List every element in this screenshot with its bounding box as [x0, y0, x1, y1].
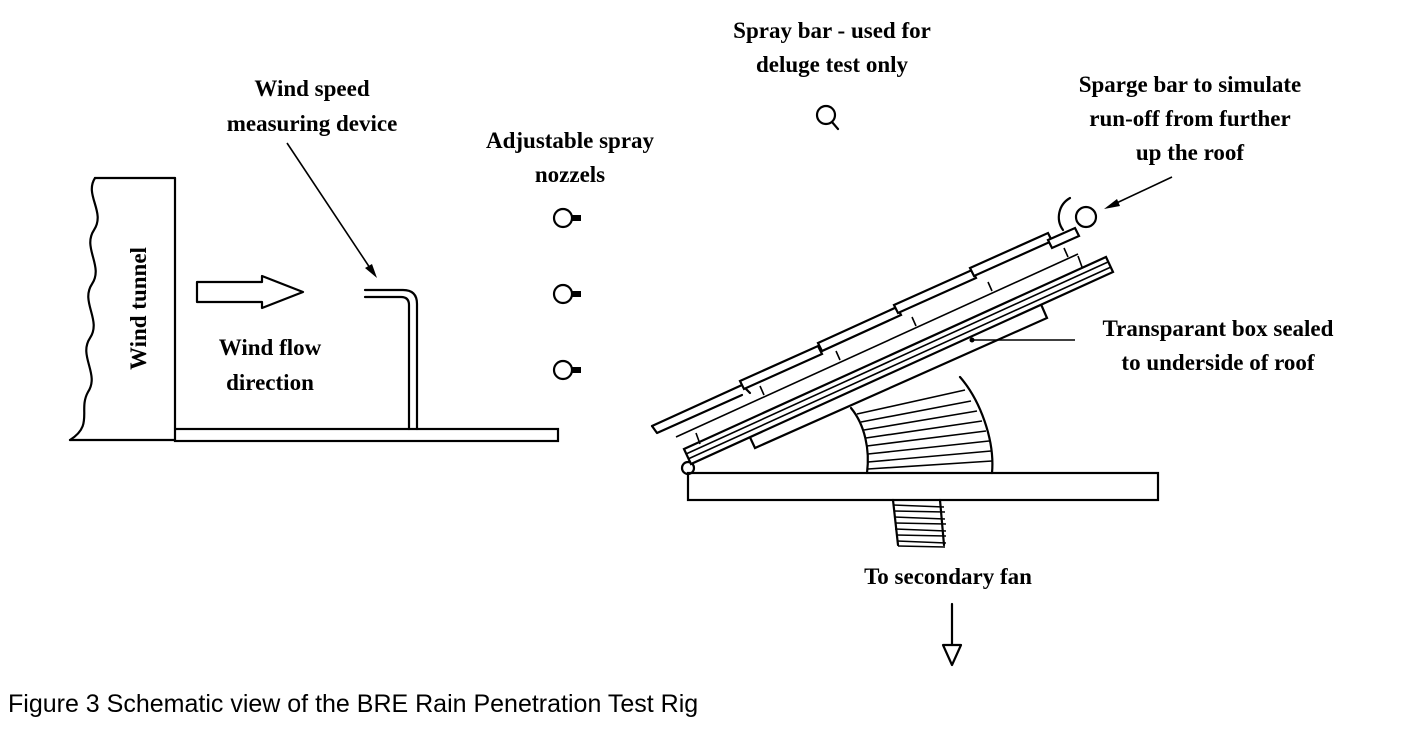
wind-speed-device	[363, 288, 419, 431]
spray-bar-label-2: deluge test only	[756, 52, 909, 77]
spray-bar-label-1: Spray bar - used for	[733, 18, 931, 43]
sparge-bar	[1057, 196, 1098, 232]
spray-bar	[815, 104, 840, 131]
figure-caption: Figure 3 Schematic view of the BRE Rain …	[8, 690, 699, 718]
transparent-box-pointer-dot	[969, 337, 975, 343]
box-label-2: to underside of roof	[1121, 350, 1314, 375]
base-board	[686, 471, 1160, 502]
wind-flow-label-1: Wind flow	[219, 335, 322, 360]
roof-tiles	[650, 226, 1081, 435]
floor-plate	[173, 427, 560, 443]
hinge	[680, 460, 696, 476]
wind-flow-arrow	[195, 274, 305, 310]
nozzles-label-1: Adjustable spray	[486, 128, 655, 153]
sparge-label-2: run-off from further	[1089, 106, 1290, 131]
wind-tunnel	[68, 176, 177, 442]
spray-nozzle	[552, 207, 581, 229]
sparge-label-1: Sparge bar to simulate	[1079, 72, 1302, 97]
box-label-1: Transparant box sealed	[1103, 316, 1334, 341]
wind-speed-pointer	[286, 142, 375, 275]
wind-speed-label-2: measuring device	[227, 111, 398, 136]
wind-speed-pointer-head	[365, 264, 377, 278]
wind-tunnel-label: Wind tunnel	[126, 247, 151, 370]
sparge-pointer	[1107, 176, 1173, 208]
sparge-pointer-head	[1104, 199, 1120, 209]
flexible-duct	[849, 375, 994, 475]
secondary-fan-arrow-head	[941, 643, 963, 667]
exhaust-duct	[891, 498, 947, 548]
transparent-box	[746, 300, 1049, 450]
sparge-label-3: up the roof	[1136, 140, 1245, 165]
nozzles-label-2: nozzels	[535, 162, 605, 187]
spray-nozzle	[552, 359, 581, 381]
wind-flow-label-2: direction	[226, 370, 314, 395]
wind-speed-label-1: Wind speed	[254, 76, 369, 101]
secondary-fan-label: To secondary fan	[864, 564, 1032, 589]
spray-nozzle	[552, 283, 581, 305]
